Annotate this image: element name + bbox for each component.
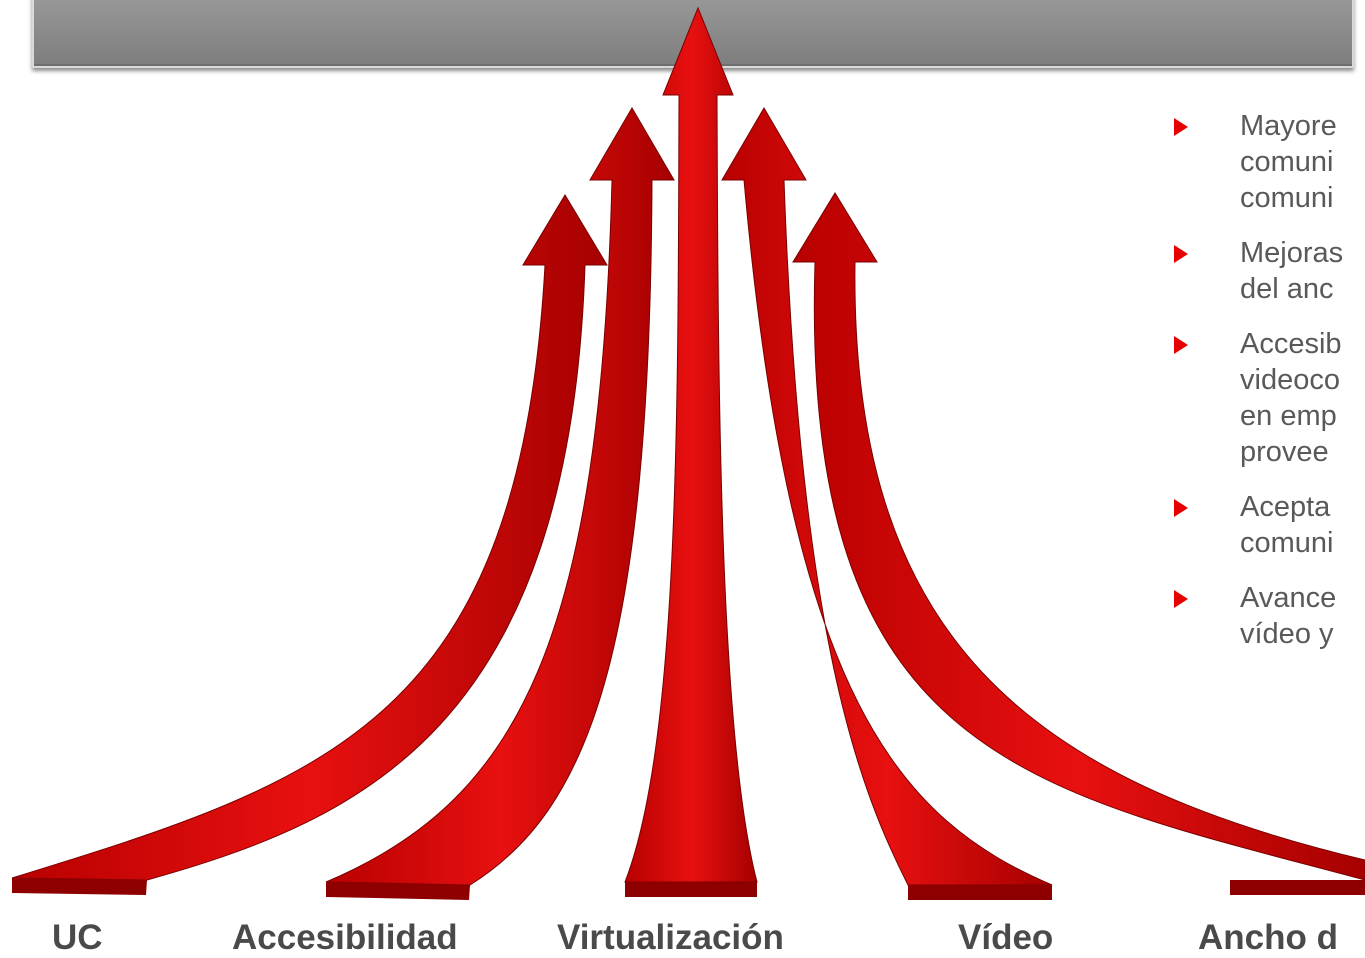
bullet-line: Acepta bbox=[1240, 491, 1331, 523]
bullet-line: Avance bbox=[1240, 582, 1337, 614]
bullet-line: Mejoras bbox=[1240, 237, 1344, 269]
label-video: Vídeo bbox=[958, 918, 1054, 957]
label-ancho-de-banda: Ancho d bbox=[1198, 918, 1338, 957]
bullet-line: en emp bbox=[1240, 400, 1337, 432]
bullet-item: Acepta comuni bbox=[1174, 489, 1365, 561]
arrow-uc bbox=[11, 194, 608, 895]
bullet-line: provee bbox=[1240, 436, 1329, 468]
label-uc: UC bbox=[52, 918, 103, 957]
triangle-bullet-icon bbox=[1174, 118, 1188, 136]
label-virtualizacion: Virtualización bbox=[557, 918, 784, 957]
bullet-line: del anc bbox=[1240, 273, 1334, 305]
bullet-item: Mejoras del anc bbox=[1174, 235, 1365, 307]
label-accesibilidad: Accesibilidad bbox=[232, 918, 458, 957]
triangle-bullet-icon bbox=[1174, 245, 1188, 263]
bullet-item: Avance vídeo y bbox=[1174, 580, 1365, 652]
triangle-bullet-icon bbox=[1174, 590, 1188, 608]
bullet-line: Accesib bbox=[1240, 328, 1342, 360]
bullet-line: comuni bbox=[1240, 182, 1334, 214]
bullet-item: Accesib videoco en emp provee bbox=[1174, 326, 1365, 470]
bullet-list: Mayore comuni comuni Mejoras del anc Acc… bbox=[1174, 108, 1365, 671]
arrow-ancho-de-banda bbox=[792, 192, 1365, 895]
bullet-item: Mayore comuni comuni bbox=[1174, 108, 1365, 216]
arrow-virtualizacion bbox=[624, 6, 758, 897]
bullet-line: comuni bbox=[1240, 146, 1334, 178]
bullet-line: comuni bbox=[1240, 527, 1334, 559]
arrow-accesibilidad bbox=[325, 107, 675, 900]
triangle-bullet-icon bbox=[1174, 336, 1188, 354]
bullet-line: videoco bbox=[1240, 364, 1340, 396]
bullet-line: Mayore bbox=[1240, 110, 1337, 142]
arrow-video bbox=[721, 107, 1053, 900]
bullet-line: vídeo y bbox=[1240, 618, 1334, 650]
triangle-bullet-icon bbox=[1174, 499, 1188, 517]
